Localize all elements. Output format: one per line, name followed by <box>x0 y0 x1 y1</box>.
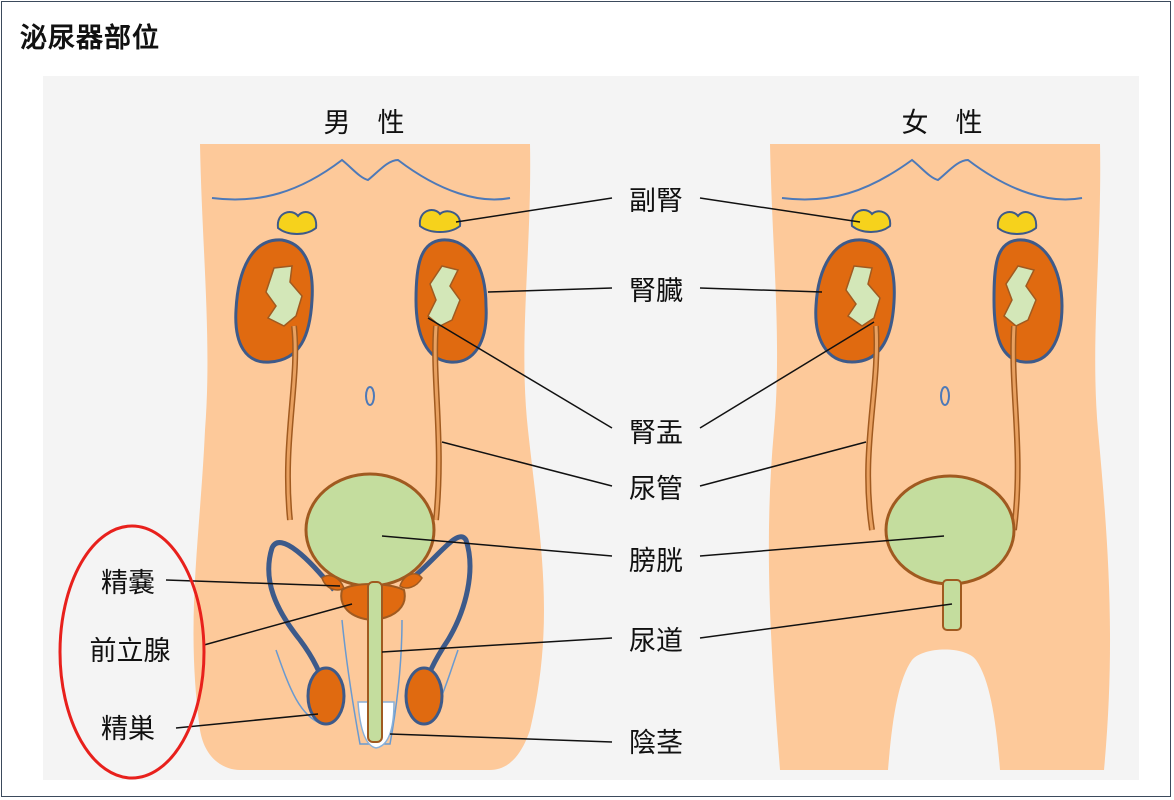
female-navel <box>940 386 950 406</box>
male-seminal-vesicle-right <box>399 573 423 589</box>
male-adrenal-left <box>276 211 318 235</box>
leader-prostate <box>203 603 353 646</box>
label-penis: 陰茎 <box>629 728 683 759</box>
female-adrenal-left <box>850 209 892 233</box>
male-only-highlight <box>58 524 206 780</box>
label-renal-pelvis: 腎盂 <box>629 418 683 449</box>
male-testis-left <box>306 666 346 726</box>
label-urethra: 尿道 <box>629 626 683 657</box>
female-torso <box>768 144 1111 770</box>
female-ureter-left-inner <box>866 325 878 531</box>
male-figure-label: 男 性 <box>324 108 405 139</box>
leader-urethra-male <box>381 637 613 653</box>
female-figure <box>768 144 1111 770</box>
female-adrenal-right <box>996 211 1038 235</box>
page-title: 泌尿器部位 <box>20 23 160 54</box>
female-ureter-right-inner <box>1011 325 1020 531</box>
leader-penis <box>389 733 613 743</box>
leader-ureter-male <box>441 441 613 487</box>
male-testis-right <box>404 666 444 726</box>
male-adrenal-right <box>418 209 462 233</box>
leader-seminal-vesicle <box>165 579 341 587</box>
female-bladder <box>884 474 1016 586</box>
male-ureter-right-inner <box>433 325 441 521</box>
male-bladder <box>304 472 436 588</box>
male-renal-pelvis-right <box>427 265 461 327</box>
male-navel <box>365 386 375 406</box>
male-vas-deferens-right <box>408 534 473 689</box>
female-renal-pelvis-right <box>1003 265 1037 327</box>
leader-bladder-female <box>699 535 945 557</box>
label-adrenal: 副腎 <box>629 186 683 217</box>
label-bladder: 膀胱 <box>629 546 683 577</box>
label-ureter: 尿管 <box>629 474 683 505</box>
leader-kidney-male <box>487 287 613 293</box>
male-collarbone <box>211 158 511 201</box>
male-urethra <box>367 581 383 743</box>
leader-lines <box>165 197 953 743</box>
female-collarbone <box>781 158 1083 201</box>
male-figure <box>193 144 544 770</box>
leader-adrenal-female <box>699 197 861 223</box>
male-renal-pelvis-left <box>265 265 303 327</box>
label-kidney: 腎臓 <box>629 276 683 307</box>
female-renal-pelvis-left <box>845 265 881 327</box>
label-testis: 精巣 <box>101 714 155 745</box>
leader-pelvis-female <box>699 321 875 429</box>
leader-testis <box>175 713 319 729</box>
leader-adrenal-male <box>455 197 613 223</box>
leader-kidney-female <box>699 287 823 293</box>
leader-pelvis-male <box>427 317 613 429</box>
leader-urethra-female <box>699 603 953 639</box>
male-ureter-left-inner <box>286 325 297 521</box>
leader-ureter-female <box>699 441 867 487</box>
label-prostate: 前立腺 <box>90 636 171 667</box>
male-vas-deferens-left <box>266 540 336 691</box>
leader-bladder-male <box>381 535 613 557</box>
label-seminal-vesicle: 精嚢 <box>101 568 155 599</box>
female-figure-label: 女 性 <box>902 108 983 139</box>
